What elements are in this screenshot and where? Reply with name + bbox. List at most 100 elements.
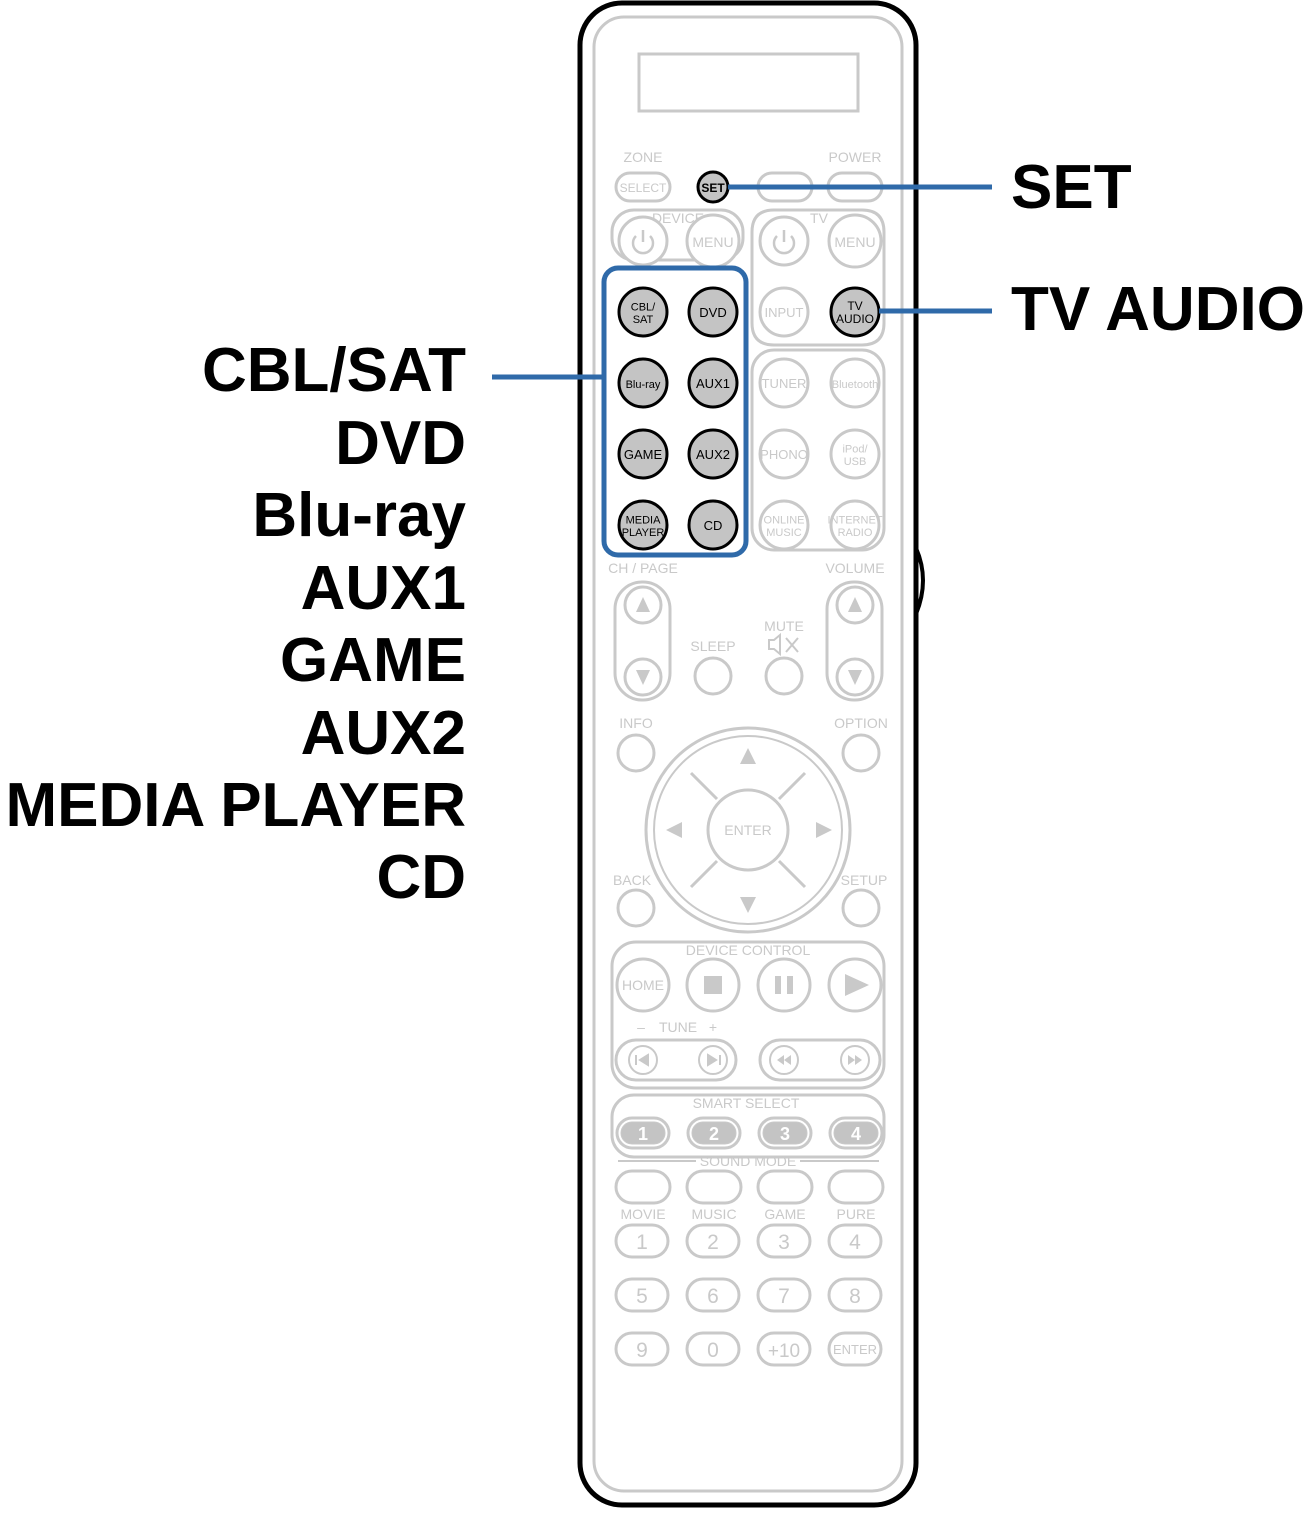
smart-select-2-label: 2 xyxy=(709,1124,719,1144)
aux2-button[interactable]: AUX2 xyxy=(687,428,739,480)
setup-button[interactable] xyxy=(841,888,881,928)
tv-input-button[interactable]: INPUT xyxy=(758,286,810,338)
search-rocker[interactable] xyxy=(758,1038,882,1082)
smart-select-4-label: 4 xyxy=(851,1124,861,1144)
keypad-enter-button[interactable]: ENTER xyxy=(827,1331,883,1367)
dvd-button[interactable]: DVD xyxy=(687,286,739,338)
volume-rocker[interactable] xyxy=(825,580,884,702)
back-button[interactable] xyxy=(616,888,656,928)
tv-label: TV xyxy=(810,210,829,226)
ipod-usb-button[interactable]: iPod/USB xyxy=(829,428,881,480)
enter-button-label: ENTER xyxy=(724,822,771,838)
blu-ray-button-label: Blu-ray xyxy=(626,379,661,391)
keypad-9-button[interactable]: 9 xyxy=(614,1331,670,1367)
up-arrow-icon xyxy=(848,597,862,612)
home-button[interactable]: HOME xyxy=(615,957,671,1013)
smart-select-2-button[interactable]: 2 xyxy=(686,1116,742,1150)
option-button[interactable] xyxy=(841,733,881,773)
keypad-6-label: 6 xyxy=(707,1285,719,1308)
keypad-1-label: 1 xyxy=(636,1231,648,1254)
keypad-5-button[interactable]: 5 xyxy=(614,1277,670,1313)
callout-dvd: DVD xyxy=(335,409,466,478)
sound-mode-label: SOUND MODE xyxy=(700,1153,796,1169)
tv-power-button[interactable] xyxy=(758,215,810,267)
callout-cd: CD xyxy=(376,843,466,912)
zone-select-button[interactable]: SELECT xyxy=(614,171,672,203)
tuner-button[interactable]: TUNER xyxy=(758,357,810,409)
cd-button[interactable]: CD xyxy=(687,499,739,551)
info-button[interactable] xyxy=(616,733,656,773)
keypad-4-button[interactable]: 4 xyxy=(827,1223,883,1259)
keypad-10-label: +10 xyxy=(768,1341,800,1362)
keypad-2-button[interactable]: 2 xyxy=(685,1223,741,1259)
set-button[interactable]: SET xyxy=(696,170,730,204)
cbl-sat-button-label: SAT xyxy=(633,314,654,326)
phono-button-label: PHONO xyxy=(760,447,808,462)
smart-select-4-button[interactable]: 4 xyxy=(828,1116,884,1150)
enter-button[interactable]: ENTER xyxy=(706,788,790,872)
play-icon xyxy=(845,974,869,996)
online-music-button-label: ONLINE xyxy=(764,515,805,527)
keypad-0-button[interactable]: 0 xyxy=(685,1331,741,1367)
skip-back-icon xyxy=(635,1053,649,1067)
fast-forward-icon xyxy=(848,1055,862,1065)
keypad-6-button[interactable]: 6 xyxy=(685,1277,741,1313)
keypad-7-button[interactable]: 7 xyxy=(756,1277,812,1313)
keypad-8-button[interactable]: 8 xyxy=(827,1277,883,1313)
power-label: POWER xyxy=(829,149,882,165)
cursor-up-icon[interactable] xyxy=(740,748,756,764)
game-button[interactable]: GAME xyxy=(617,428,669,480)
online-music-button-label: MUSIC xyxy=(766,527,802,539)
device-menu-label: MENU xyxy=(692,234,733,250)
sound-mode-pure-label: PURE xyxy=(837,1206,876,1222)
mute-button[interactable] xyxy=(764,656,804,696)
device-menu-button[interactable]: MENU xyxy=(685,213,741,269)
stop-button[interactable] xyxy=(685,957,741,1013)
tv-audio-label-line-2: AUDIO xyxy=(836,312,874,326)
sound-mode-game-button[interactable] xyxy=(756,1169,814,1205)
device-power-button[interactable] xyxy=(617,215,669,267)
tune-label: TUNE xyxy=(659,1019,697,1035)
blu-ray-button[interactable]: Blu-ray xyxy=(617,357,669,409)
keypad-10-button[interactable]: +10 xyxy=(756,1331,812,1367)
sound-mode-music-label: MUSIC xyxy=(691,1206,736,1222)
pause-button[interactable] xyxy=(756,957,812,1013)
back-label: BACK xyxy=(613,872,652,888)
ch-page-rocker[interactable] xyxy=(613,580,672,702)
aux2-button-label: AUX2 xyxy=(696,447,730,462)
keypad-3-button[interactable]: 3 xyxy=(756,1223,812,1259)
tv-group-frame xyxy=(750,208,886,347)
phono-button[interactable]: PHONO xyxy=(758,428,810,480)
smart-select-frame xyxy=(610,1093,886,1159)
tv-audio-button[interactable]: TV AUDIO xyxy=(829,286,881,338)
tune-rocker[interactable] xyxy=(614,1038,738,1082)
sound-mode-music-button[interactable] xyxy=(685,1169,743,1205)
keypad-2-label: 2 xyxy=(707,1231,719,1254)
home-button-label: HOME xyxy=(622,977,664,993)
cbl-sat-button[interactable]: CBL/SAT xyxy=(617,286,669,338)
sound-mode-pure-button[interactable] xyxy=(827,1169,885,1205)
bluetooth-button[interactable]: Bluetooth xyxy=(829,357,881,409)
aux1-button[interactable]: AUX1 xyxy=(687,357,739,409)
smart-select-1-label: 1 xyxy=(638,1124,648,1144)
smart-select-3-button[interactable]: 3 xyxy=(757,1116,813,1150)
cursor-right-icon[interactable] xyxy=(816,822,832,838)
mute-label: MUTE xyxy=(764,618,804,634)
cursor-left-icon[interactable] xyxy=(666,822,682,838)
sound-mode-movie-button[interactable] xyxy=(614,1169,672,1205)
device-control-label: DEVICE CONTROL xyxy=(686,942,811,958)
tv-menu-button[interactable]: MENU xyxy=(827,213,883,269)
cd-button-label: CD xyxy=(704,518,723,533)
cursor-down-icon[interactable] xyxy=(740,897,756,913)
sleep-button[interactable] xyxy=(693,656,733,696)
keypad-1-button[interactable]: 1 xyxy=(614,1223,670,1259)
bluetooth-button-label: Bluetooth xyxy=(832,379,878,391)
smart-select-1-button[interactable]: 1 xyxy=(615,1116,671,1150)
play-button[interactable] xyxy=(827,957,883,1013)
